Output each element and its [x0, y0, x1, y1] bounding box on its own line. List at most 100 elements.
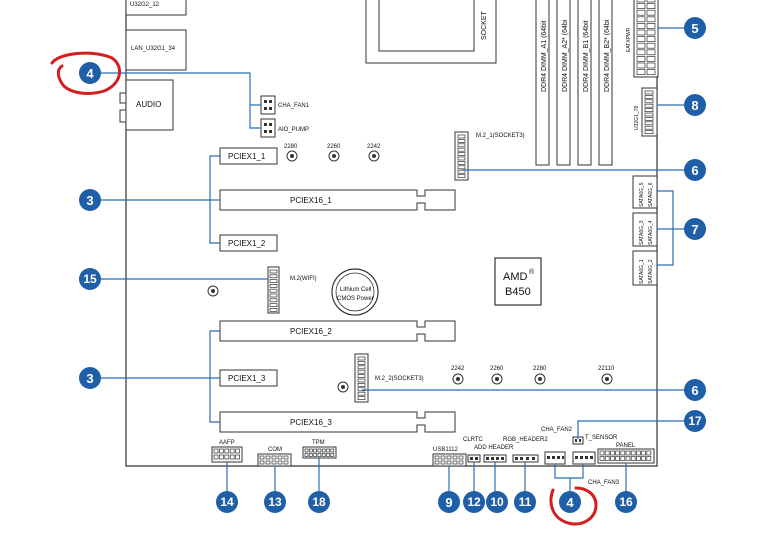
badge-10-text: 10 [490, 495, 504, 509]
badge-13-text: 13 [268, 495, 282, 509]
pin [317, 453, 322, 457]
pin [599, 450, 605, 456]
dimm-b2-slot [598, 0, 613, 166]
pin [636, 456, 641, 461]
pin [599, 456, 605, 461]
battery-label-1: Lithium Cell [340, 287, 371, 293]
aafp-label: AAFP [219, 440, 235, 446]
m2-1-connector [454, 131, 469, 181]
pin [630, 450, 636, 456]
sata-4-label: SATA6G_4 [648, 220, 654, 245]
sata-2-label: SATA6G_2 [648, 259, 654, 284]
pin [269, 269, 278, 274]
callout-line-4c [554, 464, 584, 479]
pin [357, 369, 366, 374]
standoff-m2-2-left [337, 381, 349, 393]
pin [265, 460, 271, 465]
rgb-header2-label: RGB_HEADER2 [503, 437, 548, 443]
badge-16: 16 [615, 491, 637, 513]
audio-label: AUDIO [136, 100, 161, 109]
m2-2-len-2260: 2260 [490, 366, 504, 372]
pin [457, 147, 466, 152]
pin [636, 36, 646, 42]
pin [636, 9, 646, 16]
pin [636, 56, 646, 62]
pin [304, 448, 309, 453]
pin [457, 161, 466, 165]
chipset-model: B450 [505, 286, 531, 298]
badge-5: 5 [684, 17, 706, 39]
badge-12: 12 [463, 491, 485, 513]
dimm-a1-slot [535, 0, 550, 166]
cpu-socket-inner [378, 0, 475, 52]
pin [304, 453, 309, 457]
pciex16-2-slot [219, 320, 456, 342]
pin [357, 374, 366, 378]
pin [620, 456, 626, 461]
audio-connector [125, 79, 174, 131]
pin [326, 453, 330, 457]
pin [440, 455, 446, 460]
pciex1-2-label: PCIEX1_2 [228, 239, 266, 248]
badge-6-top-text: 6 [691, 163, 698, 178]
pin [313, 453, 317, 457]
pin [269, 308, 278, 312]
pin [269, 303, 278, 307]
pin [615, 450, 620, 456]
pin [357, 391, 366, 396]
m2-1-label: M.2_1(SOCKET3) [476, 133, 525, 139]
pin [357, 378, 366, 383]
pin [646, 49, 656, 56]
com-header [257, 453, 292, 467]
m2-1-len-2260: 2260 [327, 144, 341, 150]
badge-3-top-text: 3 [86, 193, 93, 208]
badge-7: 7 [684, 218, 706, 240]
tpm-header [302, 446, 337, 459]
badge-4-top-text: 4 [86, 66, 94, 81]
pin [357, 383, 366, 387]
sata-ports [632, 175, 658, 286]
pin [630, 456, 636, 461]
pin [610, 456, 615, 461]
pciex1-3-label: PCIEX1_3 [228, 374, 266, 383]
add-header [483, 454, 507, 463]
pin [321, 448, 326, 453]
usb-top-connector [125, 0, 187, 16]
pin [219, 448, 224, 454]
pin [269, 284, 278, 288]
pin [330, 448, 335, 453]
m2-2-label: M.2_2(SOCKET3) [375, 376, 424, 382]
pin [646, 23, 656, 29]
pin [646, 450, 652, 456]
sata-5-label: SATA6G_5 [639, 182, 645, 207]
pin [457, 134, 466, 139]
pin [457, 143, 466, 148]
cha-fan1-label: CHA_FAN1 [278, 103, 310, 109]
pin [646, 36, 656, 42]
callout-badges: 5 8 6 7 6 17 4 3 15 3 14 13 18 9 12 10 1… [79, 17, 706, 513]
pin [452, 455, 458, 460]
pin [644, 95, 654, 99]
pin [313, 448, 317, 453]
pin [446, 455, 452, 460]
badge-16-text: 16 [619, 495, 633, 509]
board-outline [125, 0, 658, 467]
tpm-label: TPM [312, 440, 325, 446]
clrtc-label: CLRTC [463, 437, 484, 443]
pin [636, 16, 646, 23]
pin [434, 460, 440, 465]
pin [646, 3, 656, 9]
clrtc-header [467, 454, 481, 463]
callout-lines [90, 27, 693, 500]
pin [644, 125, 654, 130]
dimm-a1-label: DDR4 DIMM_A1 (64bit [541, 20, 548, 92]
badge-14: 14 [216, 491, 238, 513]
pciex16-2-label: PCIEX16_2 [290, 327, 332, 336]
pin [615, 456, 620, 461]
audio-tab [119, 92, 127, 104]
m2-1-len-2280: 2280 [284, 144, 298, 150]
m2-2-standoffs [452, 373, 613, 385]
cha-fan2-header [544, 451, 566, 465]
pin [457, 152, 466, 156]
